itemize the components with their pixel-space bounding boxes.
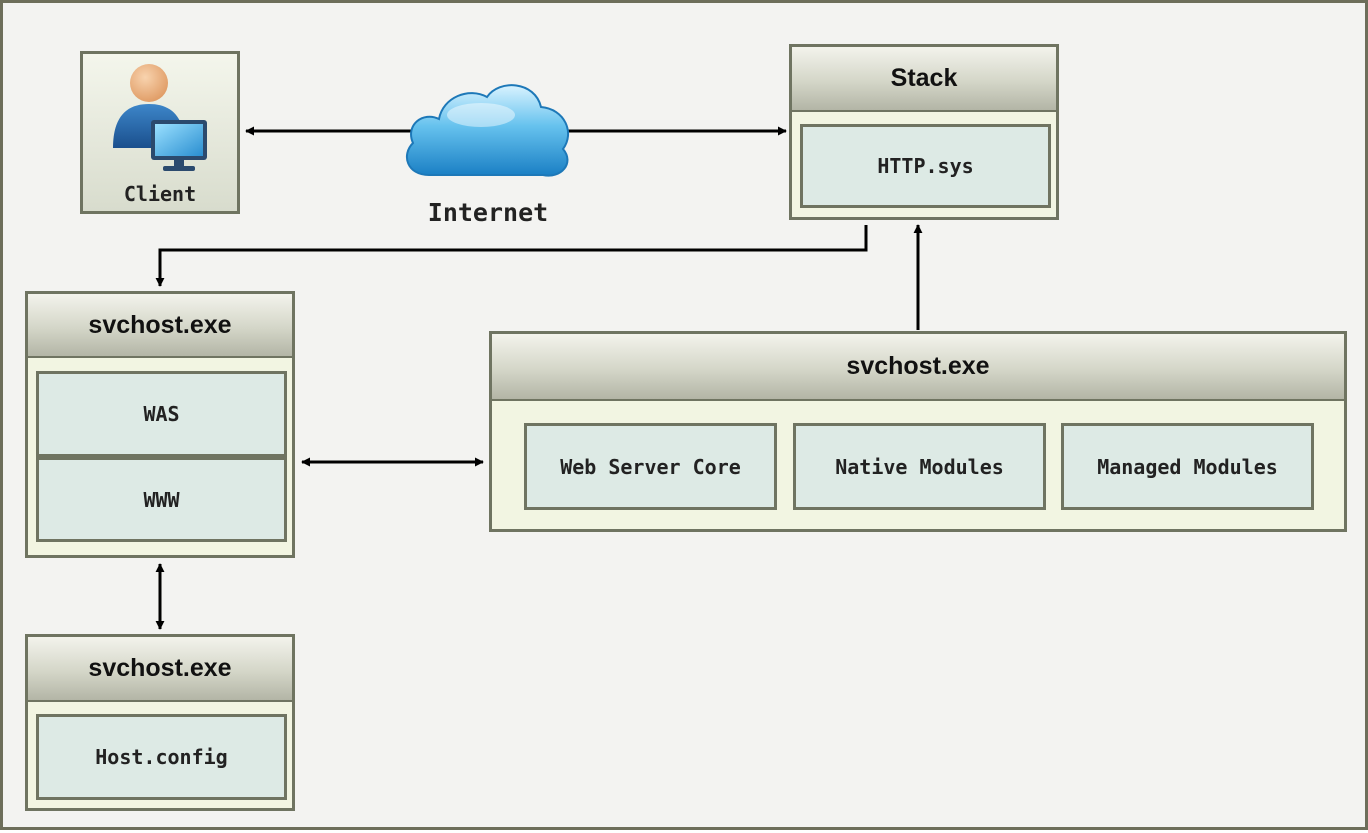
svchost-was-title: svchost.exe (28, 294, 292, 358)
internet-label: Internet (427, 198, 549, 227)
client-node: Client (80, 51, 240, 214)
cloud-icon (405, 84, 569, 177)
was-component: WAS (36, 371, 287, 457)
svchost-was-box: svchost.exe WAS WWW (25, 291, 295, 558)
svchost-worker-title: svchost.exe (492, 334, 1344, 401)
user-computer-icon (113, 64, 207, 171)
managed-modules-component: Managed Modules (1061, 423, 1314, 510)
stack-title: Stack (792, 47, 1056, 112)
web-server-core-component: Web Server Core (524, 423, 777, 510)
client-label: Client (123, 182, 197, 206)
arrow-stack-svchost-was (155, 225, 868, 287)
host-config-component: Host.config (36, 714, 287, 800)
svchost-config-title: svchost.exe (28, 637, 292, 702)
connector-layer (155, 126, 923, 630)
svchost-config-box: svchost.exe Host.config (25, 634, 295, 811)
www-component: WWW (36, 457, 287, 542)
native-modules-component: Native Modules (793, 423, 1046, 510)
stack-box: Stack HTTP.sys (789, 44, 1059, 220)
svchost-worker-box: svchost.exe Web Server Core Native Modul… (489, 331, 1347, 532)
http-sys-component: HTTP.sys (800, 124, 1051, 208)
